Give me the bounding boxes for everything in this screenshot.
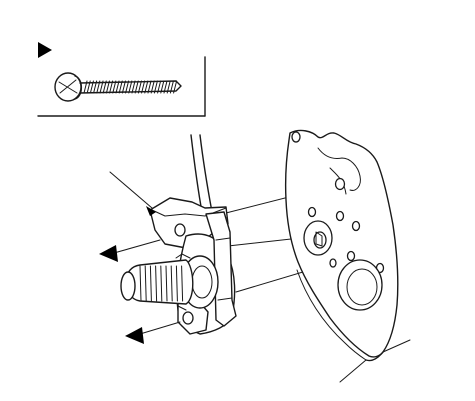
pan-head-screw-icon — [54, 72, 182, 102]
screw-threads — [83, 80, 178, 94]
spline-ridges — [139, 265, 184, 302]
screw-detail-inset — [37, 42, 206, 117]
throttle-position-sensor — [120, 197, 237, 335]
callout-arrow-upper-screw — [99, 245, 118, 262]
mounting-hole — [307, 206, 317, 218]
throttle-body-flange — [284, 129, 411, 383]
throttle-shaft-tip — [315, 231, 323, 247]
connector-rib — [217, 297, 233, 301]
sensor-rotor-slot — [175, 253, 191, 311]
connector-rib — [215, 237, 231, 241]
flange-outline — [284, 129, 399, 358]
flange-lower-edge — [296, 269, 367, 361]
inset-callout-arrow — [38, 42, 52, 58]
sensor-spline-shaft-end — [120, 271, 136, 301]
sensor-screw-hole-lower — [182, 311, 194, 325]
sensor-screw-hole-upper — [174, 223, 186, 237]
flange-thickness-edge — [365, 351, 384, 362]
wire-harness-left — [190, 134, 203, 213]
throttle-bore-inner — [346, 268, 378, 306]
flange-recess-lip — [317, 147, 361, 191]
flange-extension-line-2 — [382, 339, 411, 353]
mounting-hole — [291, 131, 301, 143]
callout-arrows — [99, 206, 181, 344]
mounting-hole — [334, 177, 346, 191]
leader-line-sensor — [109, 171, 153, 209]
callout-leader-upper — [113, 239, 161, 254]
callout-arrow-sensor — [146, 206, 156, 216]
mounting-hole — [346, 250, 356, 262]
callout-arrow-lower-screw — [125, 327, 144, 344]
wire-harness-right — [199, 134, 213, 213]
mounting-hole — [351, 220, 361, 232]
callout-leader-lower — [139, 321, 181, 335]
flange-extension-line — [339, 359, 367, 383]
mounting-hole — [329, 258, 337, 268]
mounting-hole — [335, 210, 345, 222]
throttle-bore-outer — [337, 259, 383, 311]
